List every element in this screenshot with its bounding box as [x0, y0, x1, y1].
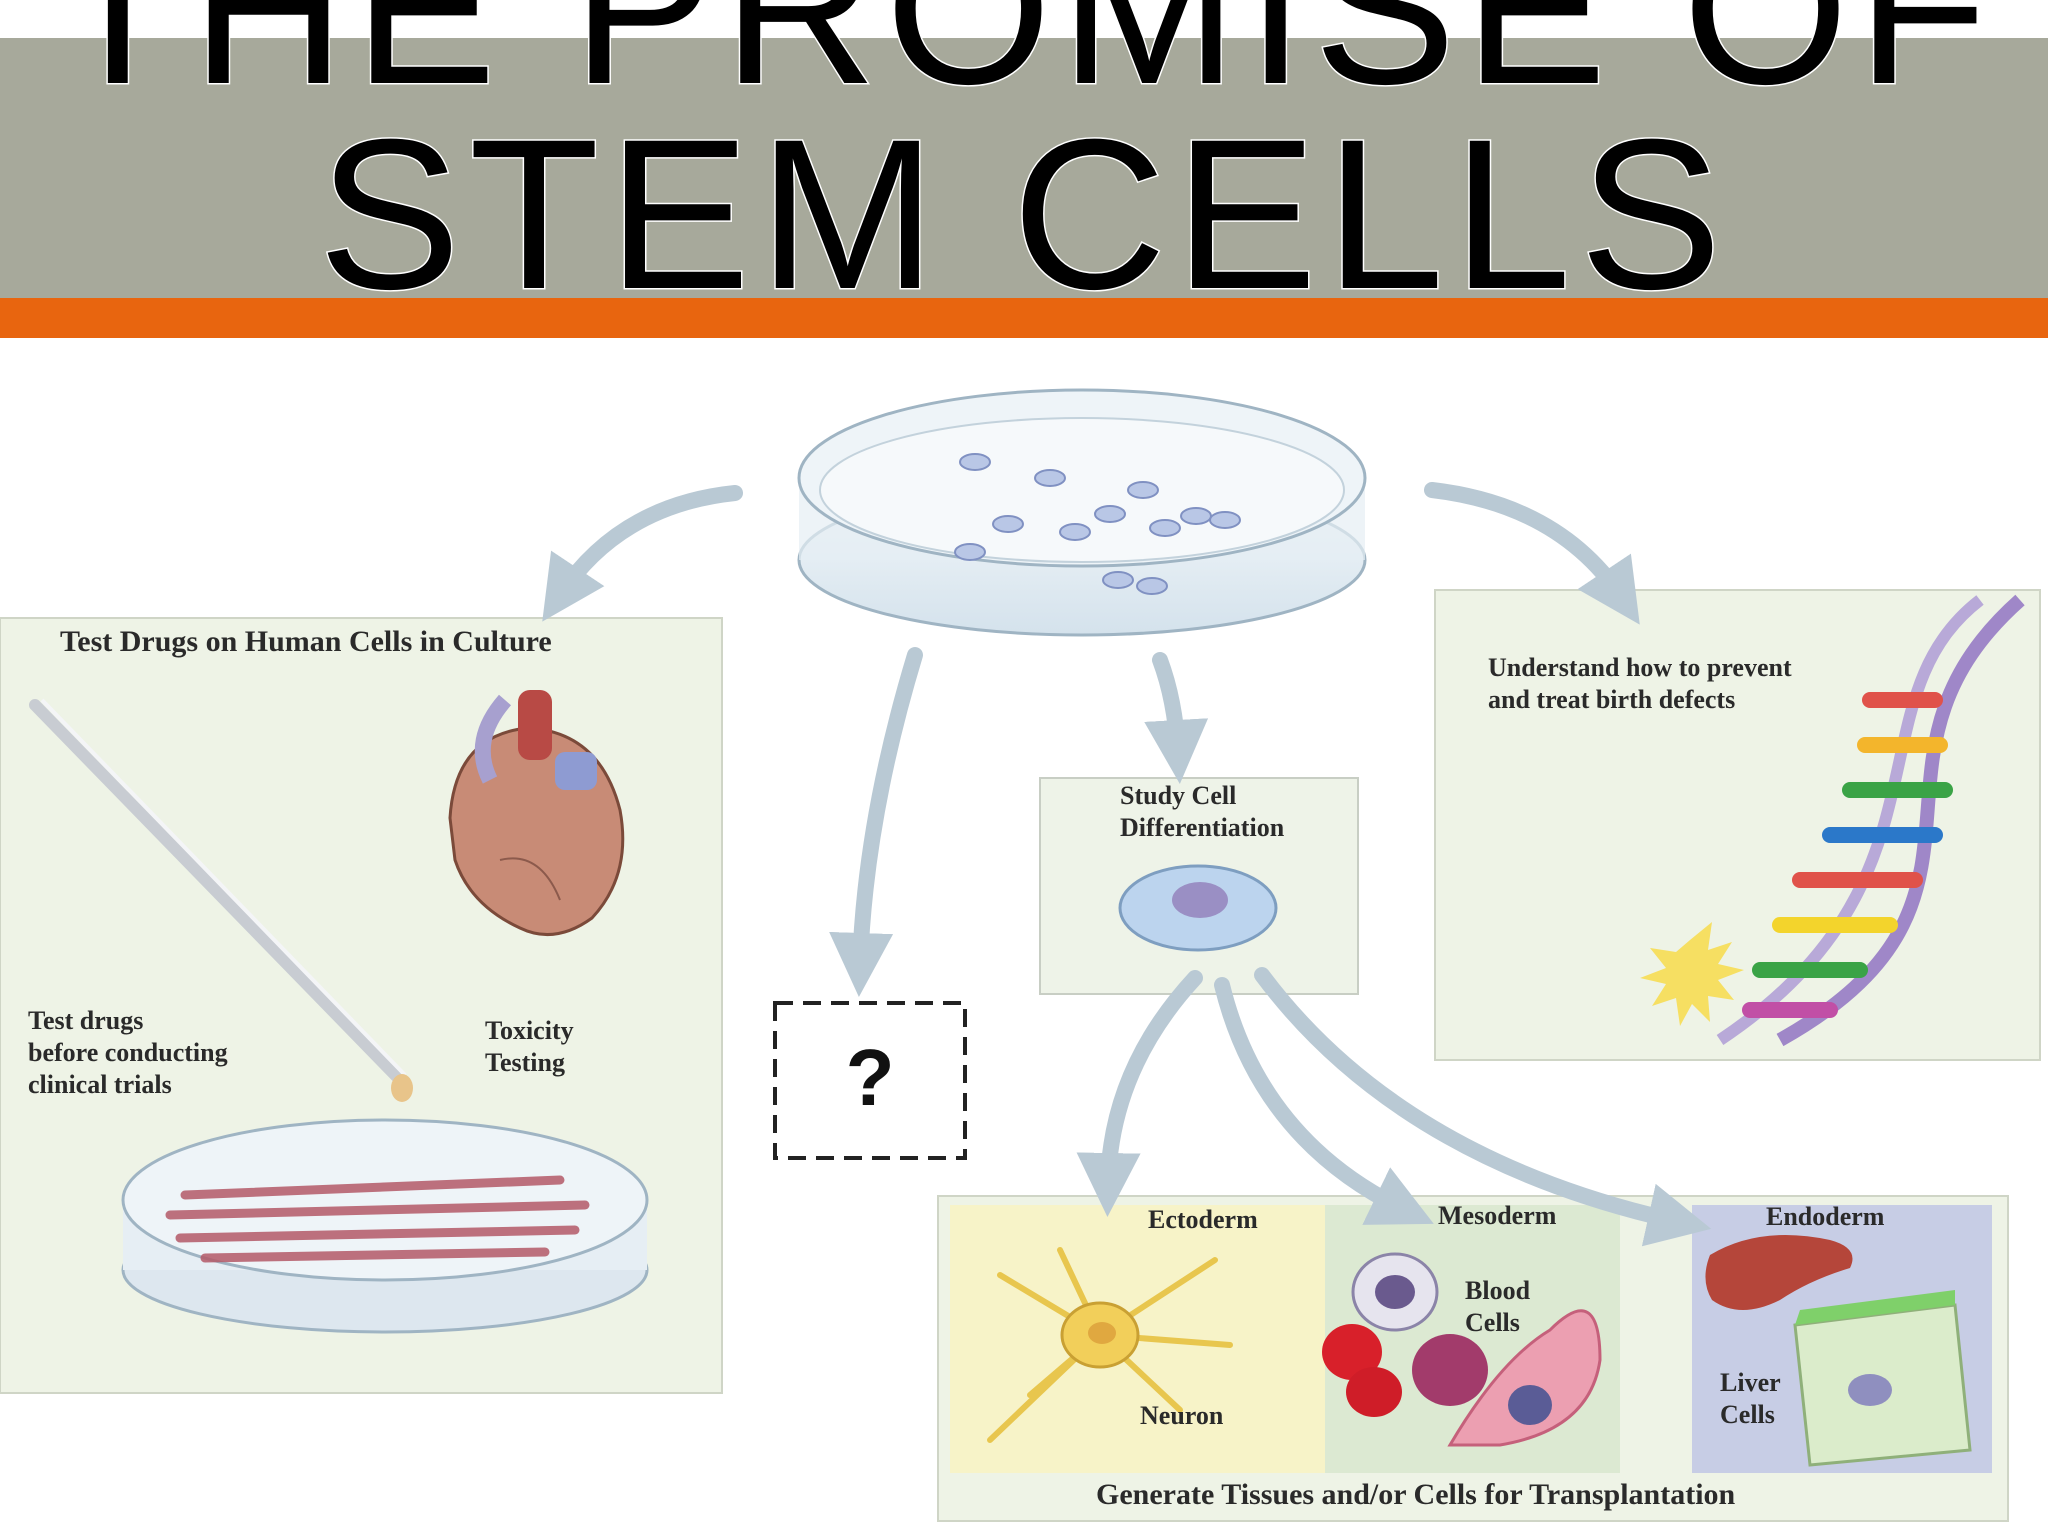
- mesoderm-label: Mesoderm: [1438, 1200, 1556, 1232]
- endoderm-label: Endoderm: [1766, 1201, 1884, 1233]
- culture-dish-illustration: [123, 1120, 647, 1332]
- birth-defects-line-2: and treat birth defects: [1488, 684, 1792, 716]
- differentiation-line-1: Study Cell: [1120, 780, 1284, 812]
- birth-defects-line-1: Understand how to prevent: [1488, 652, 1792, 684]
- toxicity-testing-line-2: Testing: [485, 1047, 574, 1079]
- blood-cells-label: Blood Cells: [1465, 1275, 1530, 1339]
- ectoderm-label: Ectoderm: [1148, 1204, 1258, 1236]
- test-drugs-note-line-3: clinical trials: [28, 1069, 228, 1101]
- arrow-to-birth-defects: [1432, 490, 1622, 598]
- arrow-to-ectoderm: [1108, 978, 1195, 1185]
- liver-cells-illustration: [1795, 1290, 1970, 1465]
- toxicity-testing-line-1: Toxicity: [485, 1015, 574, 1047]
- test-drugs-note: Test drugs before conducting clinical tr…: [28, 1005, 228, 1101]
- neuron-label: Neuron: [1140, 1400, 1223, 1432]
- petri-dish-stem-cells: [799, 390, 1365, 635]
- arrow-to-unknown: [860, 655, 915, 965]
- unknown-question-mark: ?: [775, 1000, 965, 1155]
- liver-cells-line-2: Cells: [1720, 1399, 1781, 1431]
- tissues-caption: Generate Tissues and/or Cells for Transp…: [1096, 1478, 1735, 1512]
- liver-cells-label: Liver Cells: [1720, 1367, 1781, 1431]
- arrow-to-differentiation: [1160, 660, 1178, 752]
- arrow-to-drugs: [560, 493, 735, 595]
- birth-defects-label: Understand how to prevent and treat birt…: [1488, 652, 1792, 716]
- blood-cells-line-1: Blood: [1465, 1275, 1530, 1307]
- differentiation-line-2: Differentiation: [1120, 812, 1284, 844]
- blood-cells-line-2: Cells: [1465, 1307, 1530, 1339]
- toxicity-testing-note: Toxicity Testing: [485, 1015, 574, 1079]
- differentiation-label: Study Cell Differentiation: [1120, 780, 1284, 844]
- drugs-panel-title: Test Drugs on Human Cells in Culture: [60, 625, 552, 659]
- liver-cells-line-1: Liver: [1720, 1367, 1781, 1399]
- test-drugs-note-line-2: before conducting: [28, 1037, 228, 1069]
- undifferentiated-cell: [1120, 866, 1276, 950]
- test-drugs-note-line-1: Test drugs: [28, 1005, 228, 1037]
